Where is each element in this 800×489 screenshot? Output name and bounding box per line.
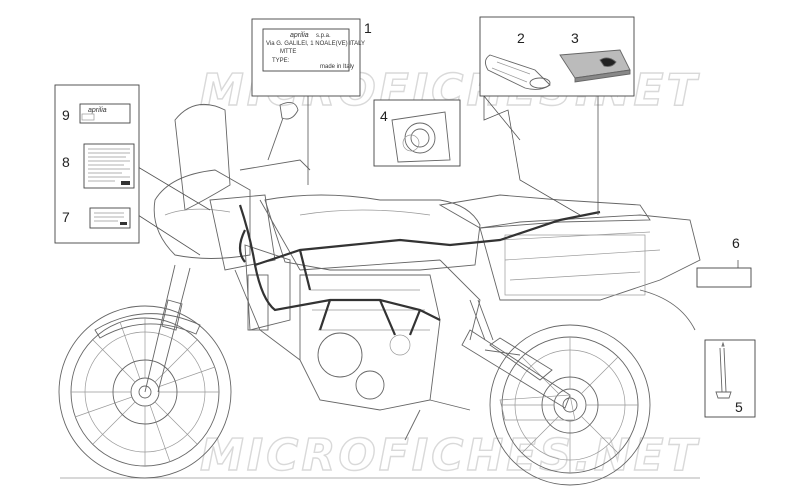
watermark-bottom: MICROFICHES.NET bbox=[200, 430, 700, 481]
part-2-3-box: 2 3 bbox=[479, 16, 635, 97]
plate-type: TYPE: bbox=[272, 58, 290, 64]
wiring-harness bbox=[238, 204, 601, 336]
part-5-rivet bbox=[715, 341, 732, 399]
part-7-info-label bbox=[89, 207, 131, 229]
plate-made-in: made in Italy bbox=[320, 64, 354, 70]
callout-4: 4 bbox=[380, 108, 388, 124]
part-7-8-9-box: aprilia 9 8 bbox=[54, 84, 140, 244]
part-4-tyre-pressure-label: 4 bbox=[373, 99, 461, 167]
callout-2: 2 bbox=[517, 30, 525, 46]
front-wheel bbox=[58, 305, 232, 479]
plate-brand: aprilia bbox=[290, 32, 309, 39]
part-8-warning-label bbox=[83, 143, 135, 189]
label9-brand: aprilia bbox=[88, 107, 107, 114]
callout-1: 1 bbox=[364, 20, 372, 36]
part-2-tool-pouch bbox=[485, 54, 551, 90]
part-1-identification-plate: aprilia s.p.a. Via G. GALILEI, 1 NOALE(V… bbox=[251, 18, 372, 97]
callout-6: 6 bbox=[732, 235, 740, 251]
plate-address: Via G. GALILEI, 1 NOALE(VE) ITALY bbox=[266, 41, 365, 47]
callout-7: 7 bbox=[62, 209, 70, 225]
part-6-reflector-sticker: 6 bbox=[696, 235, 752, 288]
callout-3: 3 bbox=[571, 30, 579, 46]
callout-8: 8 bbox=[62, 154, 70, 170]
plate-suffix: s.p.a. bbox=[316, 33, 331, 39]
rear-wheel bbox=[489, 324, 651, 486]
callout-9: 9 bbox=[62, 107, 70, 123]
motorcycle-drawing bbox=[58, 101, 701, 486]
plate-mtte: MTTE bbox=[280, 49, 296, 55]
part-3-owner-manual bbox=[559, 49, 631, 83]
callout-5: 5 bbox=[735, 399, 743, 415]
part-5-box: 5 bbox=[704, 339, 756, 418]
